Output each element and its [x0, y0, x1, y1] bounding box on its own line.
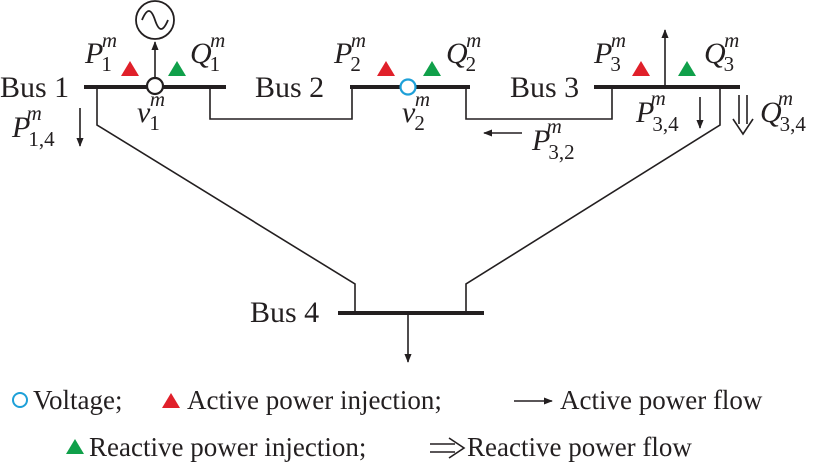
- q1-reactive-injection-icon: [168, 61, 186, 76]
- p14-label: P1,4m: [11, 101, 55, 151]
- line-3-4: [465, 87, 721, 313]
- legend-voltage-label: Voltage;: [33, 385, 123, 415]
- line-1-4: [96, 87, 356, 313]
- legend-active-injection-icon: [162, 393, 180, 408]
- bus-1-measurement-node-icon: [145, 76, 165, 96]
- p1-label: P1m: [84, 28, 117, 76]
- q1-label: Q1m: [190, 28, 225, 76]
- bus-4-label: Bus 4: [250, 296, 319, 329]
- p3-label: P3m: [593, 28, 626, 76]
- legend-active-flow-label: Active power flow: [560, 385, 763, 415]
- legend-reactive-injection-label: Reactive power injection;: [89, 432, 366, 462]
- p32-label: P3,2m: [531, 114, 575, 164]
- legend-reactive-injection-icon: [66, 439, 84, 454]
- generator-icon: [135, 0, 175, 40]
- bus-1-label: Bus 1: [0, 71, 69, 104]
- line-1-2: [209, 87, 353, 120]
- bus-2-label: Bus 2: [255, 71, 324, 104]
- p34-label: P3,4m: [635, 86, 679, 136]
- bus-3-label: Bus 3: [510, 71, 579, 104]
- legend-voltage-icon: [12, 392, 28, 408]
- p2-active-injection-icon: [377, 61, 395, 76]
- q34-flow-double-arrow-icon: [732, 95, 754, 136]
- legend-reactive-flow-label: Reactive power flow: [467, 432, 692, 462]
- p3-active-injection-icon: [632, 61, 650, 76]
- p1-active-injection-icon: [121, 61, 139, 76]
- v2-label: v2m: [402, 87, 430, 135]
- q2-reactive-injection-icon: [423, 61, 441, 76]
- v1-label: v1m: [137, 87, 165, 135]
- q3-label: Q3m: [704, 28, 739, 76]
- q2-label: Q2m: [446, 28, 481, 76]
- line-2-3: [465, 87, 613, 120]
- legend-active-injection-label: Active power injection;: [187, 385, 442, 415]
- q34-label: Q3,4m: [760, 86, 806, 136]
- p2-label: P2m: [333, 28, 366, 76]
- legend: Voltage; Active power injection; Active …: [12, 385, 763, 462]
- legend-reactive-flow-icon: [430, 437, 466, 459]
- q3-reactive-injection-icon: [678, 61, 696, 76]
- bus-2-voltage-measurement-icon: [399, 78, 417, 96]
